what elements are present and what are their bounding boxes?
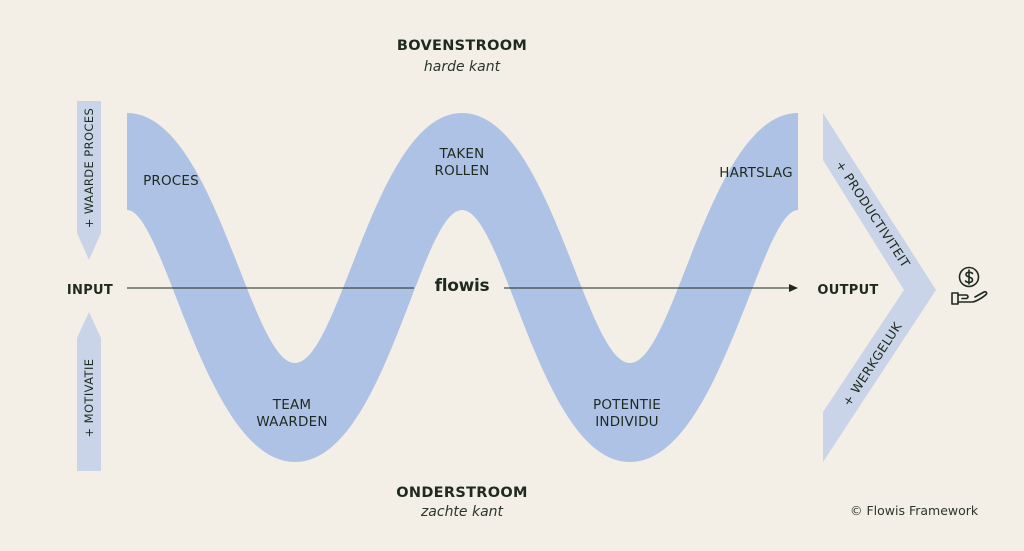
label-taken: TAKEN: [439, 146, 485, 162]
label-hartslag: HARTSLAG: [719, 165, 793, 181]
flowis-logo: flowis: [434, 276, 490, 296]
bottom-subtitle: zachte kant: [420, 504, 504, 520]
label-potentie-individu: POTENTIE INDIVIDU: [576, 397, 678, 431]
output-label: OUTPUT: [817, 283, 879, 298]
label-waarden: WAARDEN: [256, 414, 328, 430]
input-band-upper: [77, 101, 101, 260]
top-title: BOVENSTROOM: [396, 38, 528, 54]
input-band-lower: [77, 312, 101, 471]
label-rollen: ROLLEN: [434, 163, 490, 179]
input-label: INPUT: [66, 283, 114, 298]
money-hand-icon: [951, 266, 988, 305]
label-proces: PROCES: [143, 173, 199, 189]
arrow-head: [789, 284, 798, 292]
label-team-waarden: TEAM WAARDEN: [241, 397, 343, 431]
input-lower-label: + MOTIVATIE: [82, 358, 96, 438]
label-taken-rollen: TAKEN ROLLEN: [412, 146, 512, 180]
label-individu: INDIVIDU: [595, 414, 659, 430]
bottom-title: ONDERSTROOM: [396, 485, 528, 501]
copyright-text: © Flowis Framework: [850, 503, 979, 518]
label-potentie: POTENTIE: [593, 397, 661, 413]
input-upper-label: + WAARDE PROCES: [82, 107, 96, 229]
output-chevron: [823, 113, 936, 462]
wave-band: [127, 113, 798, 462]
top-subtitle: harde kant: [423, 59, 501, 75]
label-team: TEAM: [272, 397, 312, 413]
